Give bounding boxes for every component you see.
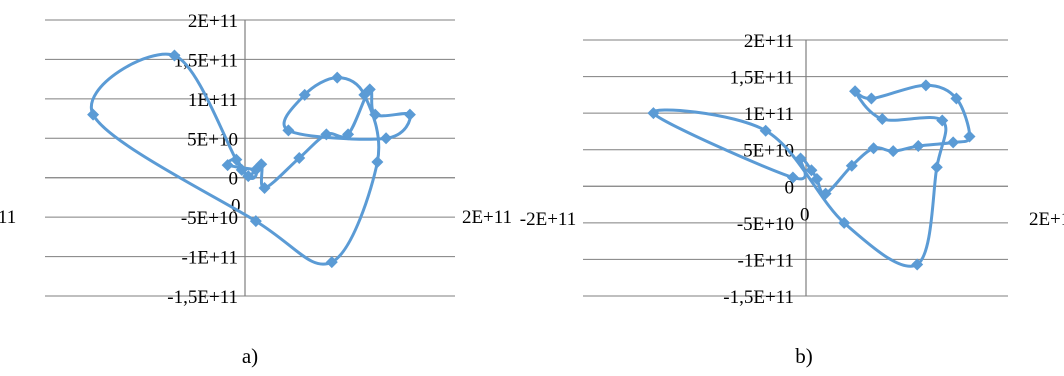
data-point xyxy=(298,88,311,101)
data-point xyxy=(380,132,393,145)
y-tick-label: 2E+11 xyxy=(744,31,794,52)
data-point xyxy=(810,172,823,185)
data-point xyxy=(358,88,371,101)
y-tick-label: 1,5E+11 xyxy=(730,68,794,89)
data-point xyxy=(759,124,772,137)
series-line xyxy=(89,52,412,266)
data-point xyxy=(320,128,333,141)
y-tick-label: 2E+11 xyxy=(188,11,238,32)
data-point xyxy=(342,128,355,141)
data-point xyxy=(887,145,900,158)
x-tick-label: 2E+11 xyxy=(1029,209,1064,230)
data-point xyxy=(258,181,271,194)
data-point xyxy=(845,159,858,172)
y-tick-label: -5E+10 xyxy=(737,214,794,235)
data-point xyxy=(369,108,382,121)
data-point xyxy=(865,92,878,105)
data-point xyxy=(950,92,963,105)
data-point xyxy=(819,187,832,200)
chart-a: 2E+111,5E+111E+115E+100-5E+10-1E+11-1,5E… xyxy=(0,11,512,368)
y-tick-label: -5E+10 xyxy=(181,208,238,229)
y-tick-label: 1E+11 xyxy=(188,90,238,111)
data-point xyxy=(936,114,949,127)
data-point xyxy=(249,163,262,176)
data-point xyxy=(911,258,924,271)
data-point xyxy=(838,216,851,229)
data-point xyxy=(293,152,306,164)
data-point xyxy=(235,163,248,176)
data-point xyxy=(87,108,100,121)
data-point xyxy=(168,49,181,62)
data-point xyxy=(919,79,932,92)
data-point xyxy=(963,130,976,143)
y-tick-label: -1,5E+11 xyxy=(167,287,238,308)
x-tick-label: 2E+11 xyxy=(462,207,512,228)
y-tick-label: 5E+10 xyxy=(743,141,794,162)
data-point xyxy=(230,153,243,166)
data-point xyxy=(947,136,960,149)
x-tick-label: -2E+11 xyxy=(520,209,576,230)
data-point xyxy=(930,161,943,174)
data-point xyxy=(371,155,384,168)
data-point xyxy=(647,107,660,120)
data-point xyxy=(282,124,295,137)
y-tick-label: 1,5E+11 xyxy=(174,50,238,71)
data-point xyxy=(876,112,889,125)
data-point xyxy=(331,71,344,84)
data-point xyxy=(867,142,880,155)
panel-label: b) xyxy=(795,344,813,368)
x-tick-label: 0 xyxy=(800,204,810,225)
y-tick-label: 0 xyxy=(229,169,239,190)
data-point xyxy=(325,256,338,269)
y-tick-label: -1E+11 xyxy=(738,250,794,271)
data-point xyxy=(849,85,862,98)
y-tick-label: 1E+11 xyxy=(744,104,794,125)
y-tick-label: -1,5E+11 xyxy=(723,287,794,308)
data-point xyxy=(403,108,416,121)
data-point xyxy=(805,164,818,177)
x-tick-label: -2E+11 xyxy=(0,207,16,228)
y-tick-label: 0 xyxy=(785,177,795,198)
data-point xyxy=(794,152,807,165)
y-tick-label: -1E+11 xyxy=(182,248,238,269)
panel-label: a) xyxy=(242,344,258,368)
data-point xyxy=(912,140,925,153)
data-point xyxy=(221,159,234,172)
data-point xyxy=(786,171,799,184)
chart-b: 2E+11 1,5E+11 1E+11 5E+10 0 -5E+10 -1E+11 -1,5E… xyxy=(520,31,1064,368)
x-tick-label: 0 xyxy=(231,196,241,217)
data-point xyxy=(242,170,255,183)
data-point xyxy=(249,215,262,228)
